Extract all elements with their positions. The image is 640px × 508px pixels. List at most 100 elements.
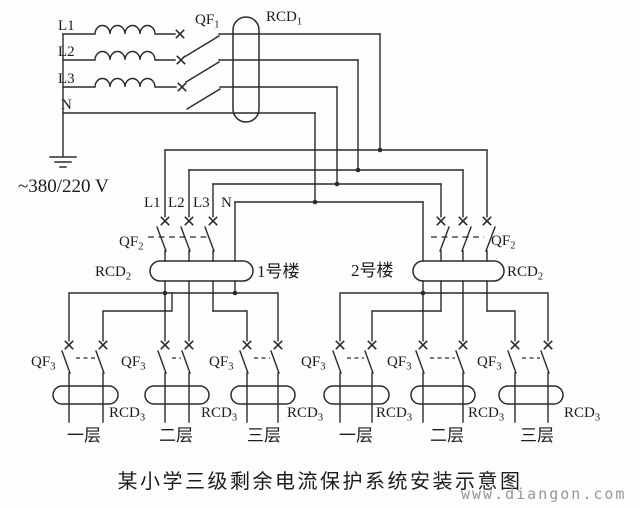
voltage-label: ~380/220 V (18, 176, 109, 197)
breaker-blades (185, 35, 221, 110)
breaker-contact-icon (272, 339, 284, 351)
phase-label-l2: L2 (58, 44, 75, 60)
rcd3-label: RCD3 (564, 405, 600, 424)
breaker-contact-icon (457, 339, 469, 351)
building1-section: L1 L2 L3 N QF2 RCD2 1号楼 (31, 149, 323, 445)
feeder-label-l1: L1 (144, 195, 161, 211)
breaker-contact-icon (242, 339, 252, 351)
qf2-label-building2: QF2 (491, 233, 515, 252)
feeder-buses (164, 33, 488, 205)
breaker-contact-icon (417, 339, 429, 351)
breaker-contact-icon (177, 82, 187, 92)
breaker-contact-icon (64, 339, 74, 351)
rcd3-toroid (323, 385, 390, 405)
breaker-contact-icon (98, 339, 108, 351)
breaker-contact-icon (160, 216, 170, 226)
floor-label-3: 三层 (247, 426, 281, 445)
building1-floor-bus (68, 292, 279, 342)
breaker-contact-icon (542, 339, 554, 351)
rcd3-toroid (230, 385, 296, 405)
building2-name: 2号楼 (351, 261, 394, 280)
breaker-blades (439, 226, 496, 252)
breaker-contact-icon (334, 339, 346, 351)
feeder-label-l2: L2 (168, 195, 185, 211)
rcd1-label: RCD1 (266, 9, 302, 28)
building1-name: 1号楼 (257, 262, 300, 281)
supply-left-bus-wire (49, 33, 77, 168)
feeder-label-n: N (221, 195, 232, 211)
junction-dot (334, 181, 340, 187)
qf2-label-building1: QF2 (119, 234, 143, 253)
junction-dot (312, 199, 318, 205)
phase-label-l3: L3 (58, 71, 75, 87)
blade-stubs (164, 250, 214, 262)
rcd1-toroid-symbol (232, 16, 260, 123)
rcd3-toroid (410, 385, 476, 405)
rcd3-toroid (52, 385, 119, 405)
rcd2-toroid-building1 (149, 260, 254, 282)
phase-lines-out (218, 33, 381, 88)
phase-lines-with-coils (62, 24, 177, 88)
breaker-contact-icon (509, 339, 521, 351)
floor-label-1: 一层 (67, 426, 101, 445)
junction-dot (377, 147, 383, 153)
phase-label-n: N (61, 97, 72, 113)
junction-dot (420, 290, 426, 296)
junction-dot (232, 290, 238, 296)
breaker-blades (332, 350, 550, 374)
rcd3-label: RCD3 (287, 405, 323, 424)
rcd2-toroid-building2 (412, 260, 505, 282)
building2-section: QF2 2号楼 RCD2 QF3 QF3 QF3 RCD3 R (301, 149, 600, 445)
junction-dot (162, 290, 168, 296)
floor-label-2: 二层 (430, 426, 464, 445)
qf3-label: QF3 (301, 354, 325, 373)
rcd2-label-building1: RCD2 (95, 264, 131, 283)
building2-risers (422, 149, 488, 262)
building1-risers (164, 149, 236, 262)
rcd2-label-building2: RCD2 (507, 264, 543, 283)
junction-dot (355, 167, 361, 173)
rcd3-toroid (498, 385, 564, 405)
building2-floor-bus (339, 292, 549, 342)
blade-stubs (440, 250, 488, 262)
feeder-label-l3: L3 (193, 195, 210, 211)
watermark-text: www.diangon.com (461, 485, 626, 503)
breaker-contact-icon (175, 28, 185, 40)
riser-drops (314, 33, 381, 203)
floor-label-1: 一层 (339, 426, 373, 445)
breaker-contact-icon (435, 216, 447, 226)
qf3-label: QF3 (477, 354, 501, 373)
floor-drop-wires (68, 372, 279, 423)
qf2-breaker-building1: QF2 (119, 216, 218, 262)
building2-floor-breakers: QF3 QF3 QF3 (301, 339, 554, 423)
supply-section: L1 L2 L3 N QF1 RCD1 ~380/220 V (18, 9, 381, 197)
building1-floor-breakers: QF3 QF3 QF3 (31, 339, 284, 423)
breaker-contact-icon (184, 339, 194, 351)
qf1-label: QF1 (195, 12, 219, 31)
breaker-blades (61, 350, 280, 374)
qf3-label: QF3 (209, 354, 233, 373)
horizontal-buses (164, 149, 488, 203)
qf1-breaker (175, 28, 381, 110)
breaker-contact-icon (184, 216, 194, 226)
rcd3-label: RCD3 (468, 405, 504, 424)
qf3-label: QF3 (387, 354, 411, 373)
breaker-contact-icon (176, 54, 186, 65)
qf3-label: QF3 (31, 354, 55, 373)
rcd3-label: RCD3 (201, 405, 237, 424)
floor-drop-wires (339, 372, 549, 423)
building2-jogs (371, 310, 516, 342)
qf2-breaker-building2: QF2 (431, 216, 515, 262)
rcd3-label: RCD3 (376, 405, 412, 424)
breaker-contact-icon (160, 339, 170, 351)
floor-label-2: 二层 (159, 426, 193, 445)
breaker-contact-icon (481, 216, 493, 226)
qf3-label: QF3 (121, 354, 145, 373)
floor-label-3: 三层 (520, 426, 554, 445)
breaker-contact-icon (457, 216, 469, 226)
phase-label-l1: L1 (58, 18, 75, 34)
diagram-caption: 某小学三级剩余电流保护系统安装示意图 (118, 470, 523, 493)
breaker-contact-icon (366, 339, 378, 351)
